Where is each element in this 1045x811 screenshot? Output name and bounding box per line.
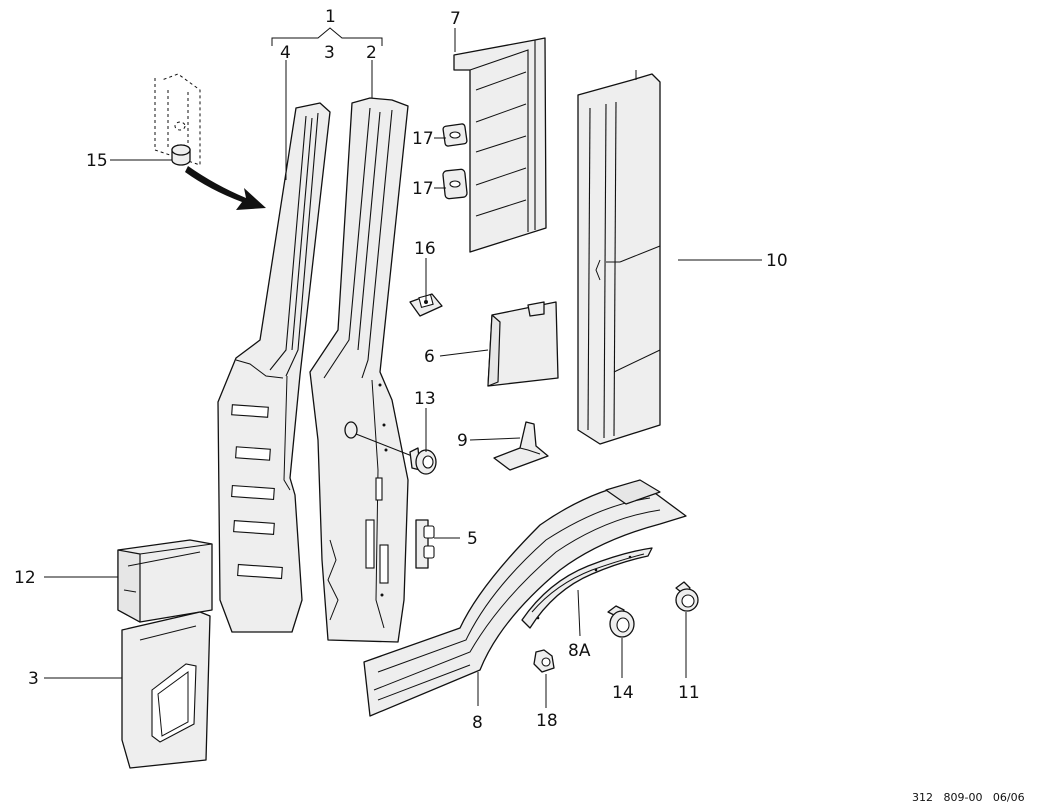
- callout-8: 8: [472, 713, 483, 733]
- callout-7: 7: [450, 9, 461, 29]
- callout-5: 5: [467, 529, 478, 549]
- leader-lines: [44, 27, 762, 708]
- callout-1: 1: [325, 7, 336, 27]
- callout-11: 11: [678, 683, 700, 703]
- callout-12: 12: [14, 568, 36, 588]
- part-11-fastener: [675, 581, 699, 612]
- part-9-corner: [493, 421, 549, 471]
- part-8a-arch-liner: [521, 547, 653, 629]
- part-14-fastener: [607, 605, 635, 638]
- drawing-reference: 312 809-00 06/06: [912, 791, 1025, 804]
- part-7-upper-trim: [453, 37, 547, 253]
- part-6-trim-panel: [487, 301, 559, 387]
- part-3-lower-panel: [121, 611, 211, 769]
- callout-10: 10: [766, 251, 788, 271]
- part-16-clip-nut: [409, 293, 443, 317]
- callout-6: 6: [424, 347, 435, 367]
- part-5-bracket: [415, 519, 435, 569]
- callout-16: 16: [414, 239, 436, 259]
- part-8-wheel-arch: [363, 479, 687, 717]
- part-17-clip-lower: [442, 168, 468, 200]
- callout-9: 9: [457, 431, 468, 451]
- callout-labels: 1 4 3 2 7 15 17 17 16 6 13 9 5 10 12 3 8…: [14, 7, 788, 733]
- callout-2: 2: [366, 43, 377, 63]
- part-18-fastener: [533, 649, 555, 673]
- callout-14: 14: [612, 683, 634, 703]
- part-15-plug: [154, 73, 266, 210]
- callout-17-lower: 17: [412, 179, 434, 199]
- callout-8a: 8A: [568, 641, 591, 661]
- callout-3: 3: [28, 669, 39, 689]
- callout-15: 15: [86, 151, 108, 171]
- callout-13: 13: [414, 389, 436, 409]
- part-17-clip-upper: [442, 123, 468, 147]
- callout-4: 4: [280, 43, 291, 63]
- part-13-plug: [344, 421, 437, 475]
- part-4-outer-pillar: [217, 102, 331, 633]
- callout-18: 18: [536, 711, 558, 731]
- callout-17-upper: 17: [412, 129, 434, 149]
- part-12-duct: [117, 539, 213, 623]
- part-10-rear-trim: [577, 70, 661, 445]
- callout-3-top: 3: [324, 43, 335, 63]
- part-2-inner-pillar: [309, 97, 409, 643]
